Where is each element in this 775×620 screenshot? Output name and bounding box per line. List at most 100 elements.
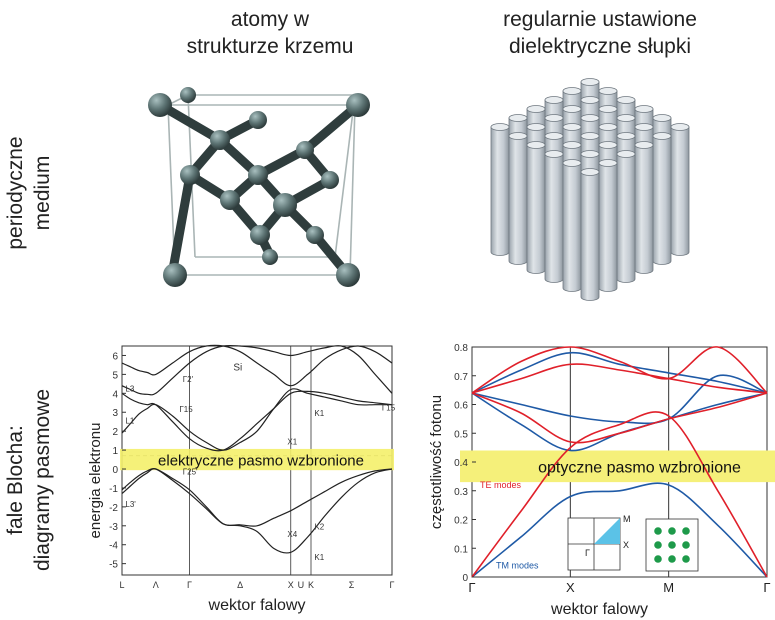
lattice-rod-dot <box>654 541 662 549</box>
x-axis-label: wektor falowy <box>550 601 648 618</box>
rod-body <box>616 153 636 283</box>
dielectric-rod <box>508 132 528 265</box>
rod-top <box>490 123 510 131</box>
x-tick-label: M <box>663 580 674 595</box>
y-tick-label: 0.4 <box>454 458 468 469</box>
y-axis-label: częstotliwość fotonu <box>428 395 445 529</box>
symmetry-point-label: L3 <box>125 384 134 393</box>
rod-top <box>580 114 600 122</box>
inset-label-gamma: Γ <box>585 548 590 558</box>
y-tick-label: 5 <box>112 370 118 381</box>
tm-band-0 <box>471 482 768 578</box>
rod-top <box>544 150 564 158</box>
y-tick-label: 0.8 <box>454 343 468 354</box>
te-band-5 <box>471 392 768 444</box>
rod-top <box>508 114 528 122</box>
atom <box>336 263 360 287</box>
rod-body <box>562 162 582 292</box>
y-tick-label: 0.1 <box>454 544 468 555</box>
chart-title: Si <box>233 363 242 374</box>
rod-body <box>526 144 546 274</box>
rod-top <box>580 168 600 176</box>
header-left-line2: strukturze krzemu <box>186 35 354 58</box>
atom <box>248 165 268 185</box>
rod-top <box>562 159 582 167</box>
inset-label-x: X <box>623 540 629 550</box>
tm-band-3 <box>471 374 768 425</box>
x-tick-label: X <box>288 580 294 590</box>
irreducible-zone <box>594 518 620 544</box>
dielectric-rod <box>544 150 564 283</box>
rod-top <box>562 105 582 113</box>
symmetry-point-label: L3' <box>125 500 136 509</box>
lattice-rod-dot <box>682 541 690 549</box>
te-band-7 <box>471 346 768 394</box>
rod-top <box>598 159 618 167</box>
x-tick-label: Γ <box>468 580 475 595</box>
header-right-line1: regularnie ustawione <box>503 8 697 31</box>
row-label-bottom-line2: diagramy pasmowe <box>31 388 54 572</box>
rod-top <box>544 132 564 140</box>
electron-band-5 <box>121 344 393 387</box>
y-tick-label: 0.2 <box>454 516 468 527</box>
atom <box>346 93 370 117</box>
dielectric-rod <box>562 159 582 292</box>
y-tick-label: 0 <box>112 465 118 476</box>
rod-top <box>598 141 618 149</box>
silicon-atoms <box>148 87 370 287</box>
y-axis-label: energia elektronu <box>87 423 104 539</box>
atom <box>180 87 196 103</box>
symmetry-point-label: K1 <box>314 409 324 418</box>
lattice-rod-dot <box>654 555 662 563</box>
dielectric-rod <box>652 132 672 265</box>
rod-top <box>634 141 654 149</box>
lattice-rod-dot <box>668 555 676 563</box>
y-tick-label: 2 <box>112 427 118 438</box>
x-tick-label: Δ <box>237 580 243 590</box>
te-band-4 <box>471 411 768 578</box>
band-gap-label: optyczne pasmo wzbronione <box>538 459 741 476</box>
header-left: atomy w strukturze krzemu <box>150 6 390 60</box>
rod-top <box>670 123 690 131</box>
atom <box>220 190 240 210</box>
band-gap-highlight <box>460 450 775 483</box>
atom <box>262 249 278 265</box>
rod-body <box>490 126 510 256</box>
rod-top <box>616 132 636 140</box>
y-tick-label: -5 <box>109 560 118 571</box>
atom <box>321 171 339 189</box>
row-label-top: periodyczne medium <box>2 103 58 283</box>
y-tick-label: -1 <box>109 484 118 495</box>
atom <box>250 225 270 245</box>
rod-top <box>508 132 528 140</box>
dielectric-rod <box>634 141 654 274</box>
rod-top <box>598 123 618 131</box>
rod-body <box>598 162 618 292</box>
x-tick-label: U <box>298 580 305 590</box>
y-tick-label: 1 <box>112 446 118 457</box>
electron-band-1 <box>121 468 393 527</box>
rod-body <box>652 135 672 265</box>
rod-top <box>526 123 546 131</box>
atom <box>148 93 172 117</box>
x-tick-label: K <box>308 580 314 590</box>
symmetry-point-label: L1 <box>125 417 134 426</box>
x-tick-label: X <box>566 580 575 595</box>
x-tick-label: L <box>119 580 124 590</box>
symmetry-point-label: X1 <box>287 437 297 446</box>
lattice-rod-dot <box>668 541 676 549</box>
header-left-line1: atomy w <box>230 8 310 31</box>
rod-top <box>562 123 582 131</box>
rod-top <box>616 96 636 104</box>
y-tick-label: 3 <box>112 408 118 419</box>
y-tick-label: 4 <box>112 389 118 400</box>
row-label-top-line1: periodyczne <box>4 136 27 250</box>
rod-top <box>634 105 654 113</box>
atom <box>180 165 200 185</box>
band-gap-highlight <box>120 448 394 471</box>
y-tick-label: -4 <box>109 541 118 552</box>
electron-band-4 <box>121 344 393 396</box>
rod-body <box>544 153 564 283</box>
rod-top <box>544 114 564 122</box>
symmetry-point-label: Γ2' <box>183 375 194 384</box>
